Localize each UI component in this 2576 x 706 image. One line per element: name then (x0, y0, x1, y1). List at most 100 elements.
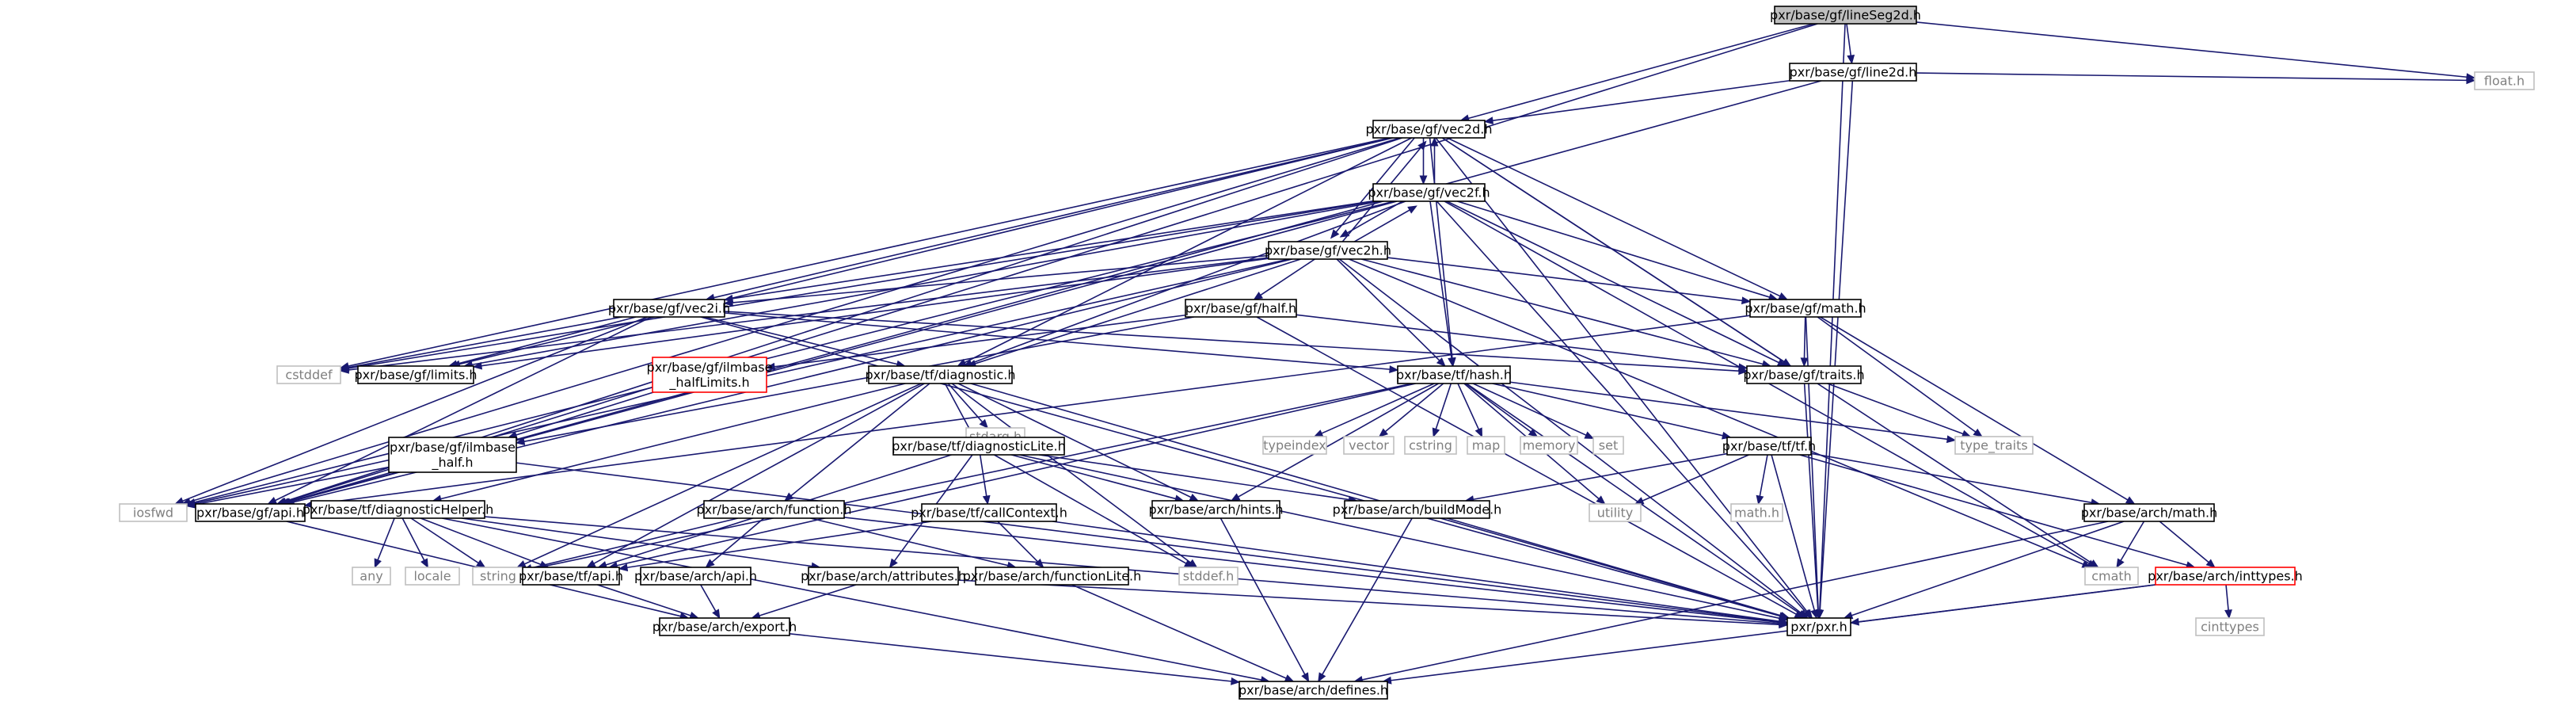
node-tfapi[interactable]: pxr/base/tf/api.h (519, 567, 623, 586)
edge-arrowhead (705, 559, 715, 568)
node-pxrh[interactable]: pxr/pxr.h (1786, 617, 1851, 636)
edge-line (957, 579, 1780, 626)
node-ilmhalflimits[interactable]: pxr/base/gf/ilmbase_halfLimits.h (647, 357, 773, 393)
node-archexport[interactable]: pxr/base/arch/export.h (653, 617, 797, 636)
edge-archfunction-to-archapi (705, 517, 765, 568)
edge-line (975, 258, 1301, 364)
edge-gfmath-to-pxrh (1805, 316, 1823, 620)
edge-half-to-ilmhalf (515, 316, 1194, 445)
node-vec2h[interactable]: pxr/base/gf/vec2h.h (1265, 241, 1391, 260)
edge-diagnostic-to-stdarg (947, 383, 989, 429)
node-archmath[interactable]: pxr/base/arch/math.h (2081, 503, 2218, 522)
node-diagnostic[interactable]: pxr/base/tf/diagnostic.h (866, 365, 1016, 384)
edge-line (790, 383, 930, 497)
edge-arrowhead (2125, 496, 2136, 505)
edge-arrowhead (2466, 76, 2476, 85)
node-half[interactable]: pxr/base/gf/half.h (1185, 299, 1297, 318)
edge-arrowhead (267, 496, 278, 505)
edges-layer (174, 21, 2476, 685)
edge-line (456, 316, 637, 365)
edge-line (1810, 452, 2092, 504)
edge-arrowhead (1284, 674, 1295, 682)
node-archhints[interactable]: pxr/base/arch/hints.h (1148, 500, 1284, 519)
edge-line (531, 517, 739, 569)
edge-line (442, 517, 1262, 681)
node-box (352, 567, 391, 586)
node-box (1397, 365, 1511, 384)
node-inttypes[interactable]: pxr/base/arch/inttypes.h (2148, 567, 2303, 586)
edge-line (1256, 316, 1797, 615)
edge-arrowhead (1448, 357, 1455, 368)
edge-vec2i-to-tfhash (724, 312, 1399, 374)
node-box (1467, 436, 1505, 455)
node-gflimits[interactable]: pxr/base/gf/limits.h (354, 365, 478, 384)
node-line2d[interactable]: pxr/base/gf/line2d.h (1789, 63, 1917, 82)
edge-arrowhead (1318, 672, 1326, 683)
edge-arrowhead (1432, 427, 1440, 438)
edge-tfhash-to-set (1472, 383, 1595, 439)
node-label: pxr/base/arch/export.h (653, 620, 797, 635)
edge-line (1771, 454, 1816, 611)
edge-arrowhead (1778, 292, 1789, 300)
node-box (868, 365, 1013, 384)
node-gftraits[interactable]: pxr/base/gf/traits.h (1743, 365, 1865, 384)
node-box (2474, 71, 2535, 90)
edge-arrowhead (1253, 292, 1264, 300)
node-box (640, 567, 751, 586)
node-box (921, 503, 1057, 522)
edge-line2d-to-floath (1916, 72, 2476, 85)
edge-line (1019, 454, 1780, 620)
edge-diaglite-to-pxrh (1019, 454, 1789, 623)
edge-line (531, 383, 1413, 570)
node-box (1592, 436, 1624, 455)
node-label: cmath (2091, 569, 2132, 584)
edge-arrowhead (472, 361, 483, 370)
edge-line (1238, 383, 1439, 498)
node-archattributes[interactable]: pxr/base/arch/attributes.h (801, 567, 966, 586)
edge-line (1321, 383, 1435, 434)
node-box (405, 567, 460, 586)
node-vec2f[interactable]: pxr/base/gf/vec2f.h (1368, 183, 1490, 202)
node-lineseg2d[interactable]: pxr/base/gf/lineSeg2d.h (1770, 6, 1921, 25)
edge-arrowhead (516, 560, 527, 568)
edge-vec2i-to-gftraits (724, 311, 1748, 376)
edge-line (1916, 21, 2468, 78)
node-vec2i[interactable]: pxr/base/gf/vec2i.h (608, 299, 730, 318)
node-gfapi[interactable]: pxr/base/gf/api.h (195, 503, 306, 522)
edge-line (2120, 521, 2145, 561)
node-tftf[interactable]: pxr/base/tf/tf.h (1722, 437, 1816, 456)
edge-arrowhead (586, 559, 596, 568)
node-diaglite[interactable]: pxr/base/tf/diagnosticLite.h (892, 437, 1066, 456)
edge-tfhash-to-vector (1378, 383, 1444, 437)
edge-archmath-to-cmath (2116, 521, 2145, 569)
edge-arrowhead (374, 558, 382, 569)
node-box (613, 299, 725, 318)
node-box (1789, 63, 1917, 82)
node-box (1268, 241, 1388, 260)
node-box (1520, 436, 1578, 455)
edge-arrowhead (784, 492, 794, 502)
node-archdefines[interactable]: pxr/base/arch/defines.h (1239, 681, 1388, 700)
node-label: pxr/base/tf/diagnosticHelper.h (302, 502, 493, 517)
node-ilmhalf[interactable]: pxr/base/gf/ilmbase_half.h (388, 437, 517, 473)
edge-arrowhead (475, 559, 486, 568)
edge-line (471, 200, 1381, 366)
node-callcontext[interactable]: pxr/base/tf/callContext.h (911, 503, 1067, 522)
node-diaghelper[interactable]: pxr/base/tf/diagnosticHelper.h (302, 500, 493, 519)
edge-line (1492, 79, 1790, 121)
node-vec2d[interactable]: pxr/base/gf/vec2d.h (1366, 120, 1493, 139)
node-gfmath[interactable]: pxr/base/gf/math.h (1745, 299, 1866, 318)
node-label: pxr/base/gf/vec2i.h (608, 301, 730, 316)
edge-line (2225, 584, 2229, 611)
node-box (1372, 183, 1486, 202)
node-buildmode[interactable]: pxr/base/arch/buildMode.h (1333, 500, 1502, 519)
node-label: pxr/base/gf/lineSeg2d.h (1770, 8, 1921, 23)
node-tfhash[interactable]: pxr/base/tf/hash.h (1396, 365, 1512, 384)
edge-functionlite-to-archdefines (1071, 584, 1295, 682)
edge-line (1473, 452, 1728, 501)
node-archapi[interactable]: pxr/base/arch/api.h (634, 567, 757, 586)
edge-line (1803, 383, 1819, 611)
node-functionlite[interactable]: pxr/base/arch/functionLite.h (963, 567, 1142, 586)
node-archfunction[interactable]: pxr/base/arch/function.h (696, 500, 852, 519)
